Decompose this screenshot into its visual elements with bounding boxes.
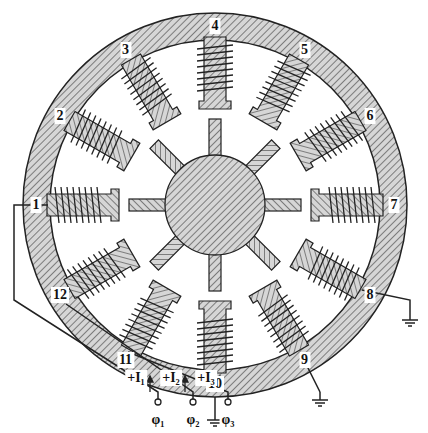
- phase-label: φ₂: [185, 412, 202, 428]
- callout-number: 1: [31, 197, 42, 213]
- callout-number: 3: [120, 42, 131, 58]
- rotor: [129, 119, 301, 291]
- current-label: +I₁: [125, 370, 147, 386]
- callout-number: 7: [389, 197, 400, 213]
- callout-number: 12: [51, 287, 69, 303]
- phase-wires: [14, 205, 228, 400]
- callout-number: 2: [54, 108, 65, 124]
- current-label: +I₂: [160, 370, 182, 386]
- callout-number: 5: [299, 42, 310, 58]
- callout-number: 11: [117, 352, 134, 368]
- stator-poles: [47, 37, 383, 373]
- callout-number: 8: [365, 287, 376, 303]
- current-label: +I₃: [195, 370, 217, 386]
- ground-symbols: [207, 290, 418, 426]
- terminals: [155, 399, 231, 405]
- stator-ring: [23, 13, 407, 397]
- callout-number: 4: [210, 18, 221, 34]
- callout-number: 6: [365, 108, 376, 124]
- phase-label: φ₃: [220, 412, 237, 428]
- callout-number: 9: [299, 352, 310, 368]
- phase-label: φ₁: [150, 412, 167, 428]
